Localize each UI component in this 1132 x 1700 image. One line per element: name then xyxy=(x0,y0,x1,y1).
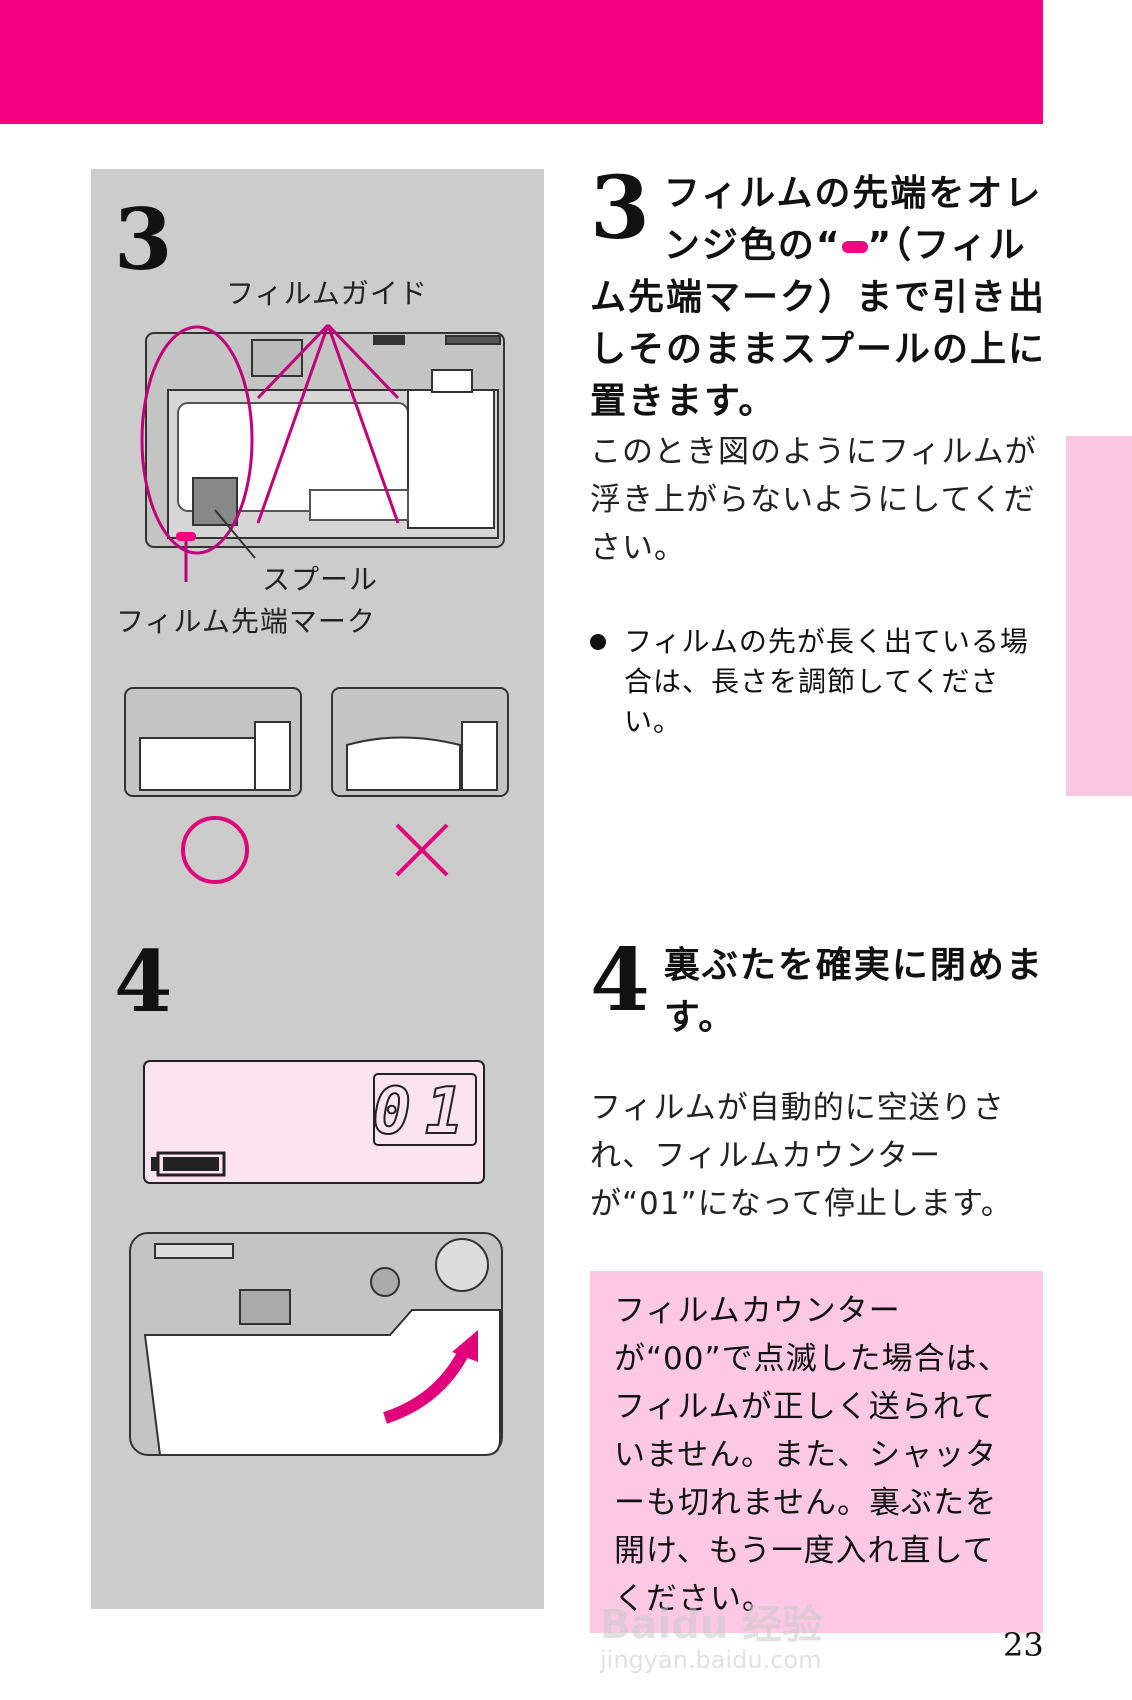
label-leader-mark: フィルム先端マーク xyxy=(116,605,376,638)
close-arrow-head-icon xyxy=(452,1330,478,1362)
step-4-number: 4 xyxy=(590,940,652,1031)
callout-lines xyxy=(140,323,400,582)
spool-callout-line xyxy=(214,509,256,559)
battery-icon xyxy=(151,1151,226,1177)
step-4-body: フィルムが自動的に空送りされ、フィルムカウンターが“01”になって停止します。 xyxy=(590,1090,1013,1222)
chapter-side-tab xyxy=(1066,436,1132,796)
label-spool: スプール xyxy=(262,563,379,596)
step-3-heading-text-a: フィルムの先端をオレンジ色の“ xyxy=(663,173,1043,266)
step-4-heading-text: 裏ぶたを確実に閉めます。 xyxy=(663,945,1044,1038)
step-3-bullet-text: フィルムの先が長く出ている場合は、長さを調節してください。 xyxy=(624,625,1029,738)
figure-step-4-number: 4 xyxy=(114,932,173,1031)
lcd-panel xyxy=(143,1060,485,1184)
header-color-bar xyxy=(0,0,1043,124)
camera-back-diagram xyxy=(129,1232,503,1456)
watermark-logo: Baidu 经验 xyxy=(600,1602,823,1648)
step-3-bullet: フィルムの先が長く出ている場合は、長さを調節してください。 xyxy=(590,622,1050,742)
step-3-number: 3 xyxy=(590,168,652,259)
circle-icon xyxy=(181,816,249,884)
label-film-guide: フィルムガイド xyxy=(226,277,428,310)
watermark-url: jingyan.baidu.com xyxy=(600,1646,822,1674)
step-3-body: このとき図のようにフィルムが浮き上がらないようにしてください。 xyxy=(590,434,1037,566)
page-number: 23 xyxy=(1003,1626,1044,1664)
step-3-heading-text-b: ”（フィルム先端マーク）まで引き出しそのままスプールの上に置きます。 xyxy=(590,225,1047,422)
camera-wrong-thumbnail xyxy=(331,687,509,797)
leader-mark-icon xyxy=(841,241,868,253)
figure-step-3-number: 3 xyxy=(114,190,173,289)
close-arrow-icon xyxy=(383,1347,471,1424)
counter-display: 01 xyxy=(372,1075,477,1149)
camera-open-diagram xyxy=(145,332,505,548)
bullet-icon xyxy=(590,634,606,650)
leader-mark-icon xyxy=(176,532,196,541)
step-4-note: フィルムカウンターが“00”で点滅した場合は、フィルムが正しく送られていません。… xyxy=(590,1271,1043,1633)
cross-icon xyxy=(395,823,449,877)
camera-correct-thumbnail xyxy=(124,687,302,797)
